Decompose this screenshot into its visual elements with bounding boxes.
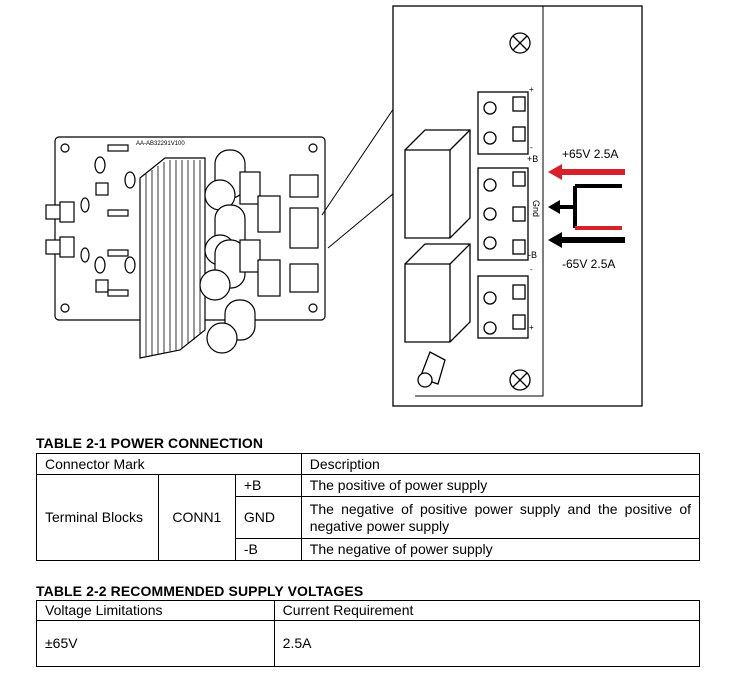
- minus-sign-top: -: [530, 143, 533, 152]
- supply-voltages-table: Voltage Limitations Current Requirement …: [36, 600, 701, 667]
- table-header-row: Connector Mark Description: [36, 453, 701, 475]
- plus-sign-bottom: +: [529, 323, 534, 332]
- board-label: AA-AB32291V100: [136, 141, 185, 147]
- pin-cell: GND: [234, 496, 302, 539]
- current-cell: 2.5A: [273, 620, 701, 667]
- description-cell: The positive of power supply: [300, 474, 701, 497]
- minus-sign-bottom: -: [530, 265, 533, 274]
- table-row: ±65V 2.5A: [36, 620, 701, 667]
- description-cell: The negative of positive power supply an…: [300, 496, 701, 539]
- positive-arrow: [548, 164, 625, 180]
- header-description: Description: [300, 453, 701, 475]
- table-row: -B The negative of power supply: [37, 538, 701, 561]
- magnifier-line: [321, 101, 399, 216]
- supply-wires: [548, 164, 625, 248]
- table-2-1-title: TABLE 2-1 POWER CONNECTION: [36, 435, 264, 451]
- table-row: GND The negative of positive power suppl…: [37, 496, 701, 539]
- table-2-2-title: TABLE 2-2 RECOMMENDED SUPPLY VOLTAGES: [36, 583, 364, 599]
- table-row: Terminal Blocks CONN1 +B The positive of…: [36, 474, 701, 561]
- header-voltage-limitations: Voltage Limitations: [36, 600, 275, 621]
- header-current-requirement: Current Requirement: [273, 600, 701, 621]
- pin-cell: +B: [234, 474, 302, 497]
- power-connection-table: Connector Mark Description Terminal Bloc…: [36, 453, 701, 561]
- voltage-minus-label: -65V 2.5A: [562, 257, 615, 271]
- table-header-row: Voltage Limitations Current Requirement: [36, 600, 701, 621]
- power-connection-figure: AA-AB32291V100 + - +B Gnd -B - +: [45, 5, 643, 407]
- amplifier-board: [45, 136, 326, 359]
- voltage-plus-label: +65V 2.5A: [562, 147, 618, 161]
- voltage-cell: ±65V: [36, 620, 275, 667]
- header-connector-mark: Connector Mark: [36, 453, 302, 475]
- negative-arrow: [548, 232, 625, 248]
- gnd-label: Gnd: [531, 200, 541, 217]
- description-cell: The negative of power supply: [300, 538, 701, 561]
- enlarged-terminal-view: [392, 5, 643, 407]
- plus-b-label: +B: [527, 154, 538, 164]
- pin-cell: -B: [234, 538, 302, 561]
- minus-b-label: -B: [528, 250, 537, 260]
- conn1-cell: CONN1: [157, 474, 236, 561]
- terminal-blocks-cell: Terminal Blocks: [36, 474, 159, 561]
- plus-sign-top: +: [529, 85, 534, 94]
